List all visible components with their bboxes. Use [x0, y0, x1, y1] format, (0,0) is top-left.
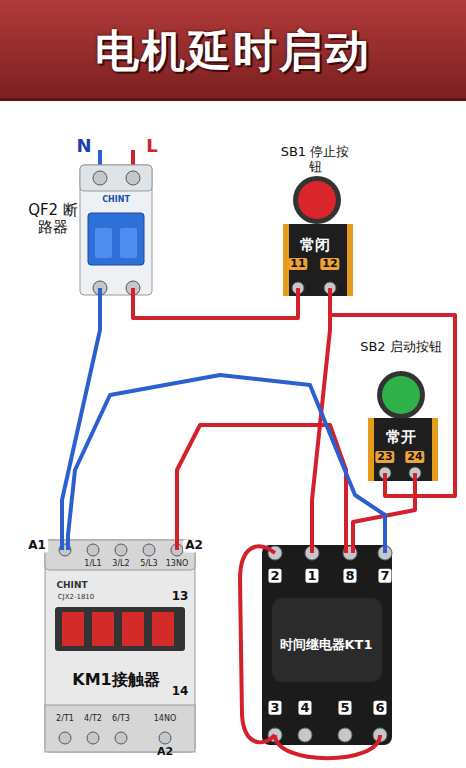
terminal-number: 4/T2: [84, 715, 102, 724]
terminal-number: 13NO: [166, 560, 188, 569]
title-text: 电机延时启动: [0, 22, 466, 81]
wire: [133, 297, 298, 318]
terminal-number: 13: [172, 590, 189, 603]
pin-number: 6: [373, 701, 386, 715]
wire: [312, 297, 330, 540]
wire: [62, 305, 100, 535]
component-name: QF2 断路器: [26, 202, 80, 237]
component-name: KM1接触器: [52, 671, 180, 689]
terminal-number: 14NO: [154, 715, 176, 724]
pin-number: 7: [378, 569, 391, 583]
component-name: SB2 启动按钮: [360, 340, 442, 355]
pin-number: 4: [298, 701, 311, 715]
start-button: SB2 启动按钮常开: [360, 340, 442, 482]
wire: [177, 425, 346, 540]
terminal-number: 12: [320, 258, 339, 270]
component-name: 时间继电器KT1: [265, 638, 387, 653]
pin-number: 5: [338, 701, 351, 715]
wire: [330, 297, 455, 496]
model-number: CJX2-1810: [58, 594, 95, 602]
terminal-number: 3/L2: [112, 560, 129, 569]
terminal-number: 23: [375, 451, 394, 463]
terminal-number: 1/L1: [84, 560, 101, 569]
coil-terminal: A2: [157, 746, 173, 758]
phase-letter: N: [76, 136, 91, 156]
contact-type: 常开: [373, 429, 429, 446]
wire: [68, 375, 385, 540]
terminal-number: 14: [172, 685, 189, 698]
stop-button: SB1 停止按钮常闭: [275, 145, 355, 297]
contactor: KM1接触器: [30, 535, 202, 760]
contact-type: 常闭: [287, 237, 343, 254]
terminal-number: 2/T1: [56, 715, 74, 724]
pin-number: 8: [343, 569, 356, 583]
circuit-breaker: QF2 断路器: [25, 140, 155, 305]
pin-number: 1: [305, 569, 318, 583]
phase-letter: L: [146, 136, 157, 156]
pin-number: 2: [268, 569, 281, 583]
brand-mark: CHINT: [56, 581, 87, 591]
terminal-number: 6/T3: [112, 715, 130, 724]
pin-number: 3: [268, 701, 281, 715]
terminal-number: 5/L3: [140, 560, 157, 569]
brand-mark: CHINT: [102, 196, 130, 205]
terminal-number: 24: [405, 451, 424, 463]
component-name: SB1 停止按钮: [275, 145, 355, 175]
terminal-number: 11: [288, 258, 307, 270]
coil-terminal: A1: [26, 539, 48, 552]
coil-terminal: A2: [183, 539, 205, 552]
